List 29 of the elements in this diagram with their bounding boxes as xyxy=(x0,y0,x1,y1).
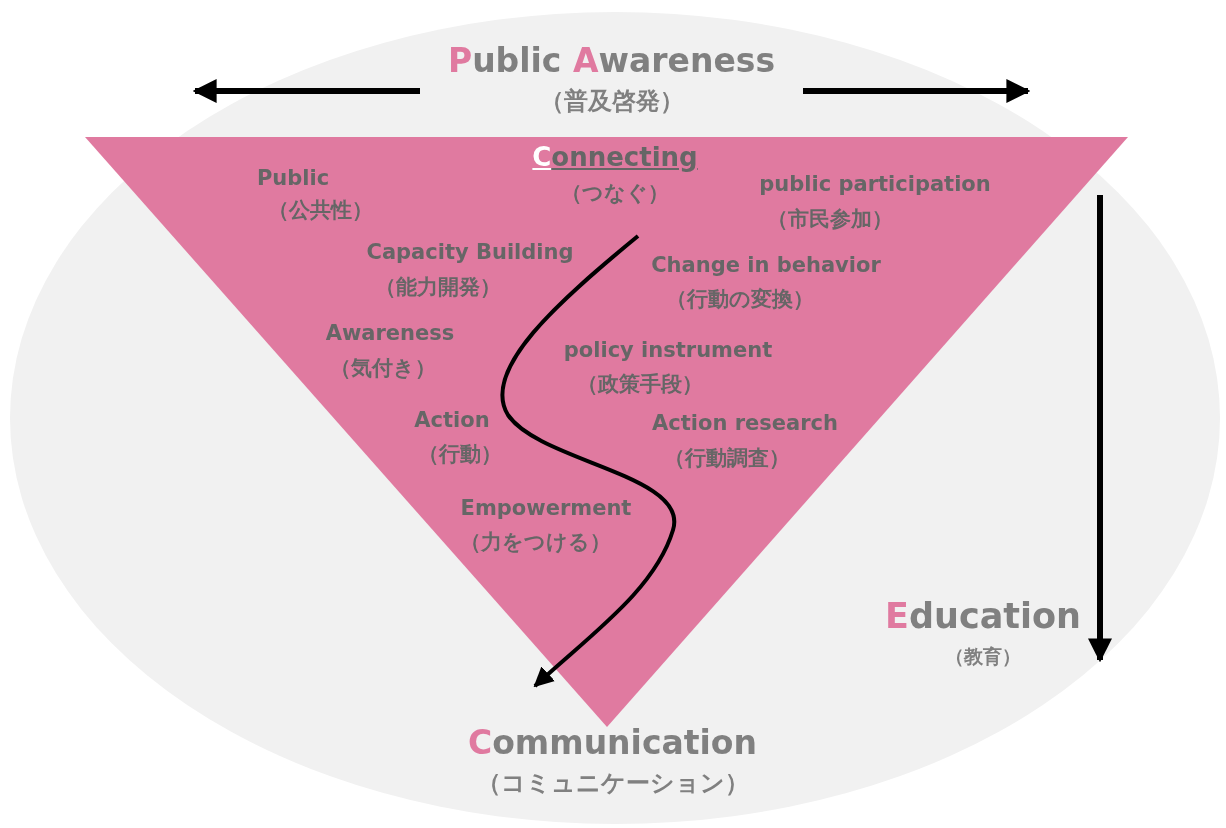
term-label: Awareness xyxy=(324,321,456,346)
heading-text: Public Awareness xyxy=(446,42,777,80)
term-translation: （力をつける） xyxy=(458,530,612,555)
term-translation: （行動調査） xyxy=(663,446,791,471)
term-translation: （気付き） xyxy=(329,356,437,381)
term-label: Action xyxy=(413,408,491,433)
translation-text: （つなぐ） xyxy=(560,181,670,206)
term-translation: （行動の変換） xyxy=(665,287,815,312)
heading-text: Communication xyxy=(466,724,758,762)
term-label: public participation xyxy=(758,172,992,197)
term-label: Public xyxy=(255,166,331,191)
term-label: Empowerment xyxy=(459,496,633,521)
translation-text: （普及啓発） xyxy=(538,88,685,116)
heading-text: Education xyxy=(884,596,1082,637)
arrow xyxy=(192,79,420,103)
term-label: Capacity Building xyxy=(365,240,575,265)
term-translation: （政策手段） xyxy=(576,372,704,397)
translation-text: （教育） xyxy=(944,646,1022,668)
term-label: Action research xyxy=(651,411,839,436)
heading-text: Connecting xyxy=(531,143,699,173)
arrow xyxy=(500,234,676,688)
term-translation: （市民参加） xyxy=(766,207,894,232)
term-translation: （行動） xyxy=(417,442,503,467)
translation-text: （コミュニケーション） xyxy=(475,770,750,798)
arrow xyxy=(803,79,1031,103)
term-translation: （公共性） xyxy=(266,198,374,223)
term-label: policy instrument xyxy=(562,338,774,363)
term-translation: （能力開発） xyxy=(374,275,502,300)
term-label: Change in behavior xyxy=(650,253,882,278)
